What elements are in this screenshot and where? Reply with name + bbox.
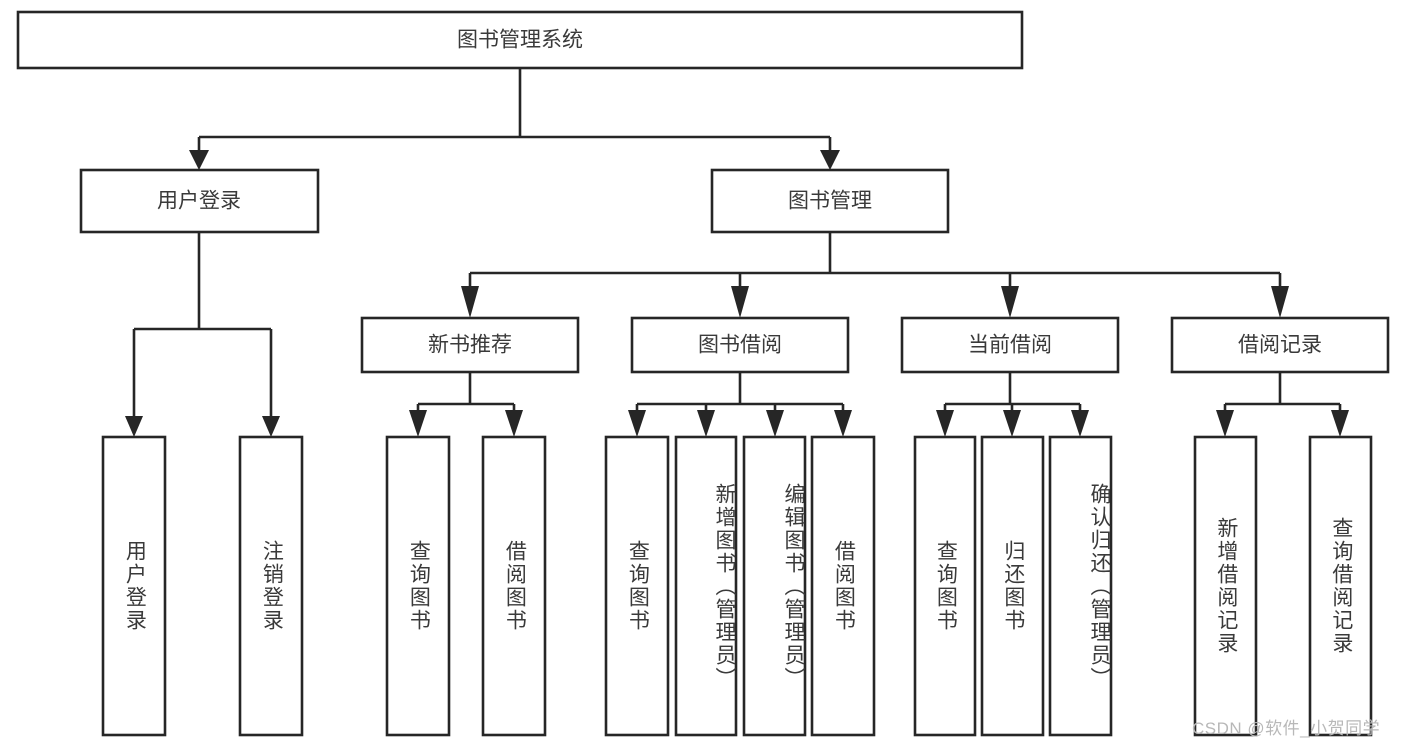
arrow-head-leaf-add-record	[1216, 410, 1234, 437]
node-user-login-label: 用户登录	[157, 190, 241, 213]
node-book-borrow[interactable]: 图书借阅	[630, 316, 850, 374]
node-user-login-box[interactable]	[79, 168, 320, 234]
node-book-manage-box[interactable]	[710, 168, 950, 234]
node-current-borrow-label: 当前借阅	[968, 334, 1052, 357]
leaf-borrow-book-2-box[interactable]	[810, 435, 876, 737]
node-current-borrow-box[interactable]	[900, 316, 1120, 374]
node-book-borrow-label: 图书借阅	[698, 334, 782, 357]
connectors	[125, 68, 1349, 437]
arrow-head-leaf-query-book-2	[628, 410, 646, 437]
node-new-book-recommend-label: 新书推荐	[428, 334, 512, 357]
arrow-head-leaf-borrow-book-2	[834, 410, 852, 437]
arrow-head-leaf-query-record	[1331, 410, 1349, 437]
node-root[interactable]: 图书管理系统	[16, 10, 1024, 70]
node-book-manage-label: 图书管理	[788, 190, 872, 213]
arrow-head-book-manage	[820, 150, 840, 170]
arrow-head-new-book-recommend	[461, 286, 479, 318]
node-borrow-record-box[interactable]	[1170, 316, 1390, 374]
arrow-head-leaf-query-book-1	[409, 410, 427, 437]
node-root-label: 图书管理系统	[457, 29, 583, 52]
leaf-add-record-box[interactable]	[1193, 435, 1258, 737]
arrow-head-borrow-record	[1271, 286, 1289, 318]
arrow-head-user-login	[189, 150, 209, 170]
leaf-boxes	[101, 435, 1373, 737]
leaf-query-record-box[interactable]	[1308, 435, 1373, 737]
leaf-edit-book-box[interactable]	[742, 435, 807, 737]
leaf-user-login-box[interactable]	[101, 435, 167, 737]
node-borrow-record-label: 借阅记录	[1238, 334, 1322, 357]
arrow-head-leaf-confirm-return	[1071, 410, 1089, 437]
node-current-borrow[interactable]: 当前借阅	[900, 316, 1120, 374]
arrow-head-leaf-edit-book	[766, 410, 784, 437]
node-new-book-recommend-box[interactable]	[360, 316, 580, 374]
node-new-book-recommend[interactable]: 新书推荐	[360, 316, 580, 374]
node-borrow-record[interactable]: 借阅记录	[1170, 316, 1390, 374]
node-root-box[interactable]	[16, 10, 1024, 70]
arrow-head-leaf-logout-login	[262, 416, 280, 437]
arrow-head-current-borrow	[1001, 286, 1019, 318]
arrow-head-leaf-add-book	[697, 410, 715, 437]
leaf-query-book-2-box[interactable]	[604, 435, 670, 737]
leaf-return-book-box[interactable]	[980, 435, 1045, 737]
csdn-watermark: CSDN @软件_小贺同学	[1192, 719, 1381, 738]
node-book-borrow-box[interactable]	[630, 316, 850, 374]
leaf-query-book-1-box[interactable]	[385, 435, 451, 737]
leaf-borrow-book-1-box[interactable]	[481, 435, 547, 737]
arrow-head-leaf-borrow-book-1	[505, 410, 523, 437]
leaf-confirm-return-box[interactable]	[1048, 435, 1113, 737]
leaf-query-book-3-box[interactable]	[913, 435, 977, 737]
node-book-manage[interactable]: 图书管理	[710, 168, 950, 234]
arrow-head-leaf-query-book-3	[936, 410, 954, 437]
arrow-head-book-borrow	[731, 286, 749, 318]
leaf-add-book-box[interactable]	[674, 435, 738, 737]
node-user-login[interactable]: 用户登录	[79, 168, 320, 234]
leaf-logout-login-box[interactable]	[238, 435, 304, 737]
arrow-head-leaf-return-book	[1003, 410, 1021, 437]
arrow-head-leaf-user-login	[125, 416, 143, 437]
